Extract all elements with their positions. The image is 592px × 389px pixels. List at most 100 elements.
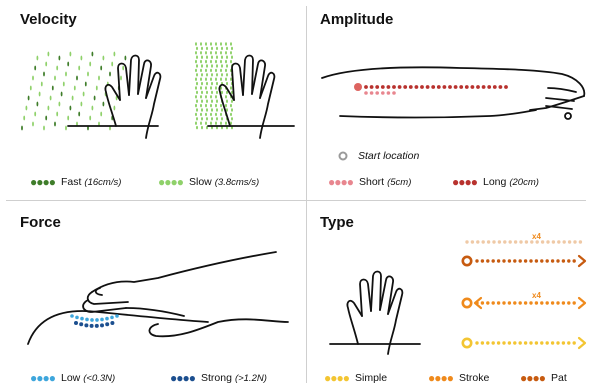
velocity-dot bbox=[34, 66, 36, 71]
simple-dot bbox=[551, 341, 554, 344]
pat-dot bbox=[492, 259, 495, 262]
velocity-dot bbox=[48, 106, 50, 111]
pat-repeat-dot bbox=[509, 240, 512, 243]
velocity-slow-dot bbox=[230, 51, 232, 54]
simple-start-circle bbox=[463, 339, 471, 347]
start-location-icon bbox=[338, 151, 348, 161]
pat-dot bbox=[546, 259, 549, 262]
velocity-slow-dot bbox=[201, 91, 203, 94]
amplitude-panel: Amplitude Start location ●●●● Short (5cm… bbox=[310, 8, 588, 198]
velocity-slow-dot bbox=[220, 51, 222, 54]
velocity-slow-dot bbox=[226, 64, 228, 67]
velocity-dot bbox=[34, 112, 36, 117]
amplitude-short-dot bbox=[364, 91, 368, 95]
velocity-slow-dot bbox=[200, 122, 202, 125]
stroke-dot bbox=[551, 301, 554, 304]
velocity-slow-dot bbox=[205, 95, 207, 98]
velocity-slow-dot bbox=[205, 60, 207, 63]
stroke-dot bbox=[519, 301, 522, 304]
velocity-slow-dot bbox=[211, 73, 213, 76]
legend-pat: ●●●● Pat bbox=[520, 372, 567, 384]
pat-dot bbox=[551, 259, 554, 262]
velocity-slow-dot bbox=[221, 64, 223, 67]
velocity-dot bbox=[81, 56, 83, 61]
amplitude-long-dot bbox=[471, 85, 475, 89]
velocity-slow-dot bbox=[215, 60, 217, 63]
velocity-slow-dot bbox=[200, 78, 202, 81]
legend-slow-note: (3.8cms/s) bbox=[215, 177, 259, 188]
velocity-slow-dot bbox=[210, 104, 212, 107]
force-strong-dot bbox=[79, 322, 83, 326]
stroke-dot bbox=[529, 301, 532, 304]
velocity-slow-dot bbox=[205, 104, 207, 107]
velocity-dot bbox=[120, 76, 122, 81]
legend-slow-dots: ●●●● bbox=[158, 177, 183, 187]
stroke-dot bbox=[481, 301, 484, 304]
velocity-dot bbox=[54, 76, 56, 81]
velocity-dot bbox=[87, 72, 89, 77]
amplitude-short-dot bbox=[387, 91, 391, 95]
velocity-slow-dot bbox=[196, 91, 198, 94]
force-low-dot bbox=[95, 318, 99, 322]
simple-dot bbox=[556, 341, 559, 344]
velocity-slow-dot bbox=[216, 64, 218, 67]
amplitude-long-dot bbox=[381, 85, 385, 89]
velocity-slow-dot bbox=[225, 95, 227, 98]
velocity-slow-dot bbox=[210, 69, 212, 72]
force-illustration bbox=[8, 204, 303, 354]
velocity-slow-dot bbox=[200, 86, 202, 89]
force-strong-dot bbox=[110, 321, 114, 325]
velocity-slow-dot bbox=[225, 104, 227, 107]
stroke-dot bbox=[486, 301, 489, 304]
velocity-slow-dot bbox=[200, 60, 202, 63]
velocity-dot bbox=[52, 86, 54, 91]
velocity-dot bbox=[30, 86, 32, 91]
pat-repeat-dot bbox=[492, 240, 495, 243]
legend-fast-dots: ●●●● bbox=[30, 177, 55, 187]
amplitude-long-dot bbox=[437, 85, 441, 89]
velocity-slow-dot bbox=[195, 42, 197, 45]
stroke-dot bbox=[513, 301, 516, 304]
legend-stroke-dots: ●●●● bbox=[428, 373, 453, 383]
amplitude-long-dot bbox=[426, 85, 430, 89]
amplitude-long-dot bbox=[482, 85, 486, 89]
velocity-dot bbox=[96, 86, 98, 91]
legend-strong-label: Strong bbox=[201, 372, 232, 384]
pat-repeat-dot bbox=[546, 240, 549, 243]
simple-arrow-right bbox=[579, 338, 585, 348]
vertical-divider bbox=[306, 6, 307, 383]
velocity-slow-dot bbox=[200, 104, 202, 107]
velocity-slow-dot bbox=[226, 82, 228, 85]
velocity-dot bbox=[37, 56, 39, 61]
velocity-slow-dot bbox=[206, 64, 208, 67]
legend-slow-label: Slow bbox=[189, 176, 212, 188]
velocity-slow-dot bbox=[231, 56, 233, 59]
pat-dot bbox=[562, 259, 565, 262]
velocity-dot bbox=[67, 62, 69, 67]
velocity-slow-dot bbox=[230, 86, 232, 89]
stroke-start-circle bbox=[463, 299, 471, 307]
force-low-dot bbox=[70, 314, 74, 318]
velocity-illustration bbox=[8, 8, 303, 168]
amplitude-long-dot bbox=[465, 85, 469, 89]
force-low-dot bbox=[115, 314, 119, 318]
amplitude-long-dot bbox=[403, 85, 407, 89]
velocity-slow-dot bbox=[216, 73, 218, 76]
stroke-dot bbox=[524, 301, 527, 304]
velocity-slow-dot bbox=[205, 113, 207, 116]
velocity-slow-dot bbox=[230, 60, 232, 63]
amplitude-long-dot bbox=[415, 85, 419, 89]
pat-repeat-dot bbox=[503, 240, 506, 243]
velocity-slow-dot bbox=[221, 56, 223, 59]
velocity-slow-dot bbox=[205, 78, 207, 81]
velocity-slow-dot bbox=[195, 104, 197, 107]
velocity-slow-dot bbox=[220, 113, 222, 116]
velocity-slow-dot bbox=[226, 56, 228, 59]
simple-dot bbox=[508, 341, 511, 344]
velocity-slow-dot bbox=[221, 47, 223, 50]
force-low-dot bbox=[105, 317, 109, 321]
legend-stroke-label: Stroke bbox=[459, 372, 489, 384]
pat-repeat-dot bbox=[465, 240, 468, 243]
velocity-dot bbox=[28, 96, 30, 101]
simple-dot bbox=[497, 341, 500, 344]
